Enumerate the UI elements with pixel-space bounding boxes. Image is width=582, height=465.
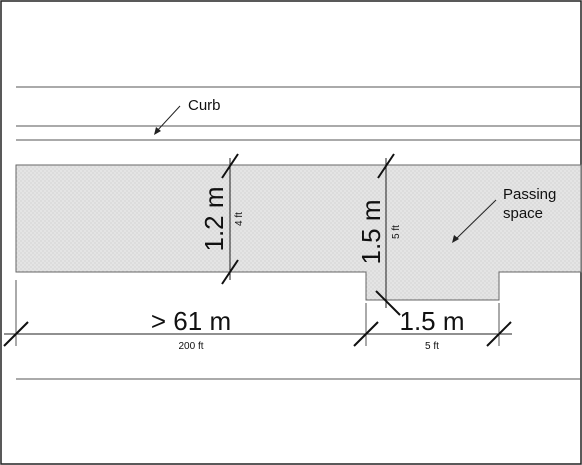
passing-width-imperial: 5 ft [391,225,402,239]
sidewalk-area [15,164,582,301]
passing-length-imperial: 5 ft [425,341,439,352]
spacing-imperial: 200 ft [178,341,203,352]
tick-spacing-right [353,321,379,347]
passing-space-leader-arrow [452,235,459,243]
passing-space-leader-line [454,199,497,241]
tick-passing-width-bottom [375,290,401,316]
sidewalk-width-imperial: 4 ft [234,212,245,226]
spacing-metric: > 61 m [151,306,231,336]
curb-leader-line [155,105,181,133]
tick-spacing-left [3,321,29,347]
curb-label: Curb [188,97,221,114]
tick-passing-length-right [486,321,512,347]
tick-sidewalk-width-top [221,153,239,179]
curb-leader-arrow [154,127,161,135]
passing-space-label-line1: Passing [503,186,556,203]
passing-space-label-line2: space [503,205,543,222]
passing-length-metric: 1.5 m [399,306,464,336]
sidewalk-width-metric: 1.2 m [199,186,229,251]
tick-sidewalk-width-bottom [221,259,239,285]
passing-width-metric: 1.5 m [356,199,386,264]
tick-passing-width-top [377,153,395,179]
